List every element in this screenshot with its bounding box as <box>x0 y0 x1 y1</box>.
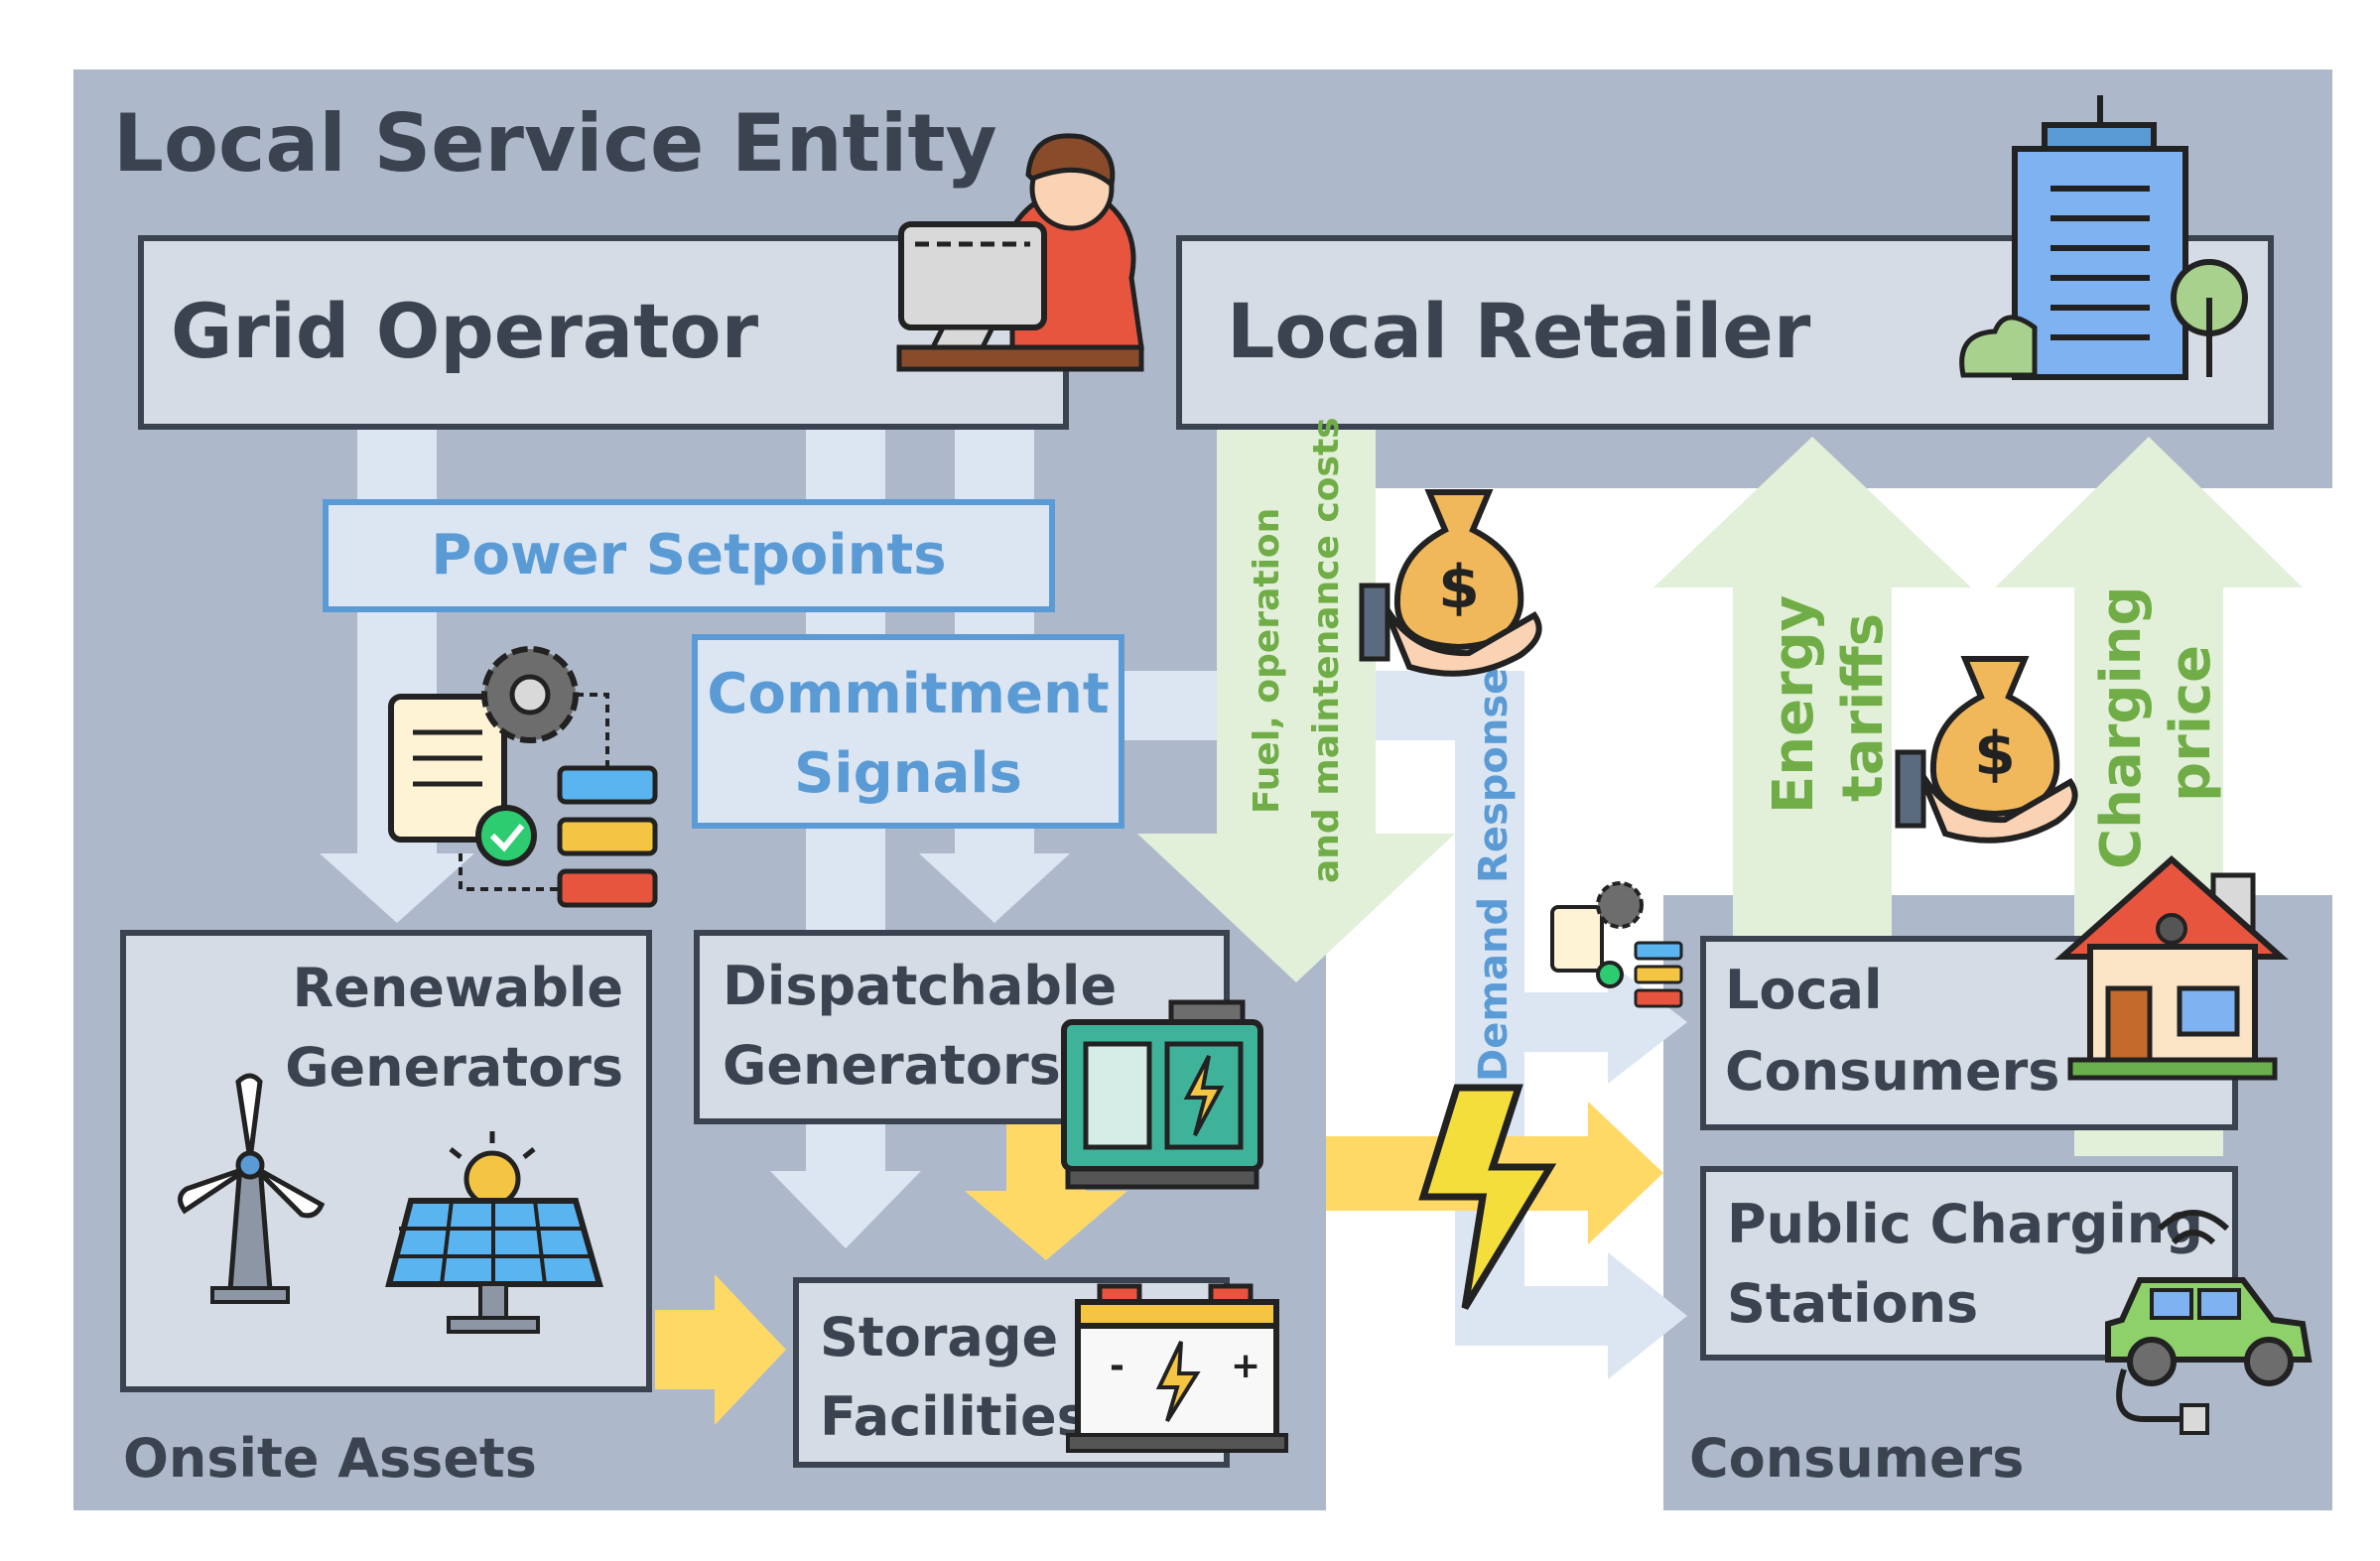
lightning-icon <box>1418 1084 1557 1310</box>
local-consumers-label-2: Consumers <box>1725 1040 2059 1103</box>
svg-text:-: - <box>1110 1346 1124 1386</box>
onsite-assets-label: Onsite Assets <box>123 1427 537 1490</box>
svg-text:+: + <box>1231 1346 1260 1386</box>
renewable-generators-box: Renewable Generators <box>120 930 652 1392</box>
house-icon <box>2054 854 2289 1081</box>
money-bag-icon: $ <box>1895 656 2078 844</box>
energy-label-2: tariffs <box>1831 613 1896 802</box>
dispatchable-label-1: Dispatchable <box>723 955 1117 1017</box>
office-building-icon <box>1959 95 2248 380</box>
local-consumers-label-1: Local <box>1725 959 1882 1021</box>
renewable-label-1: Renewable <box>293 957 623 1019</box>
public-charging-label-1: Public Charging <box>1727 1193 2203 1255</box>
charging-label-1: Charging <box>2089 585 2154 869</box>
schedule-document-icon <box>388 646 658 908</box>
consumers-label: Consumers <box>1689 1427 2024 1490</box>
storage-label-1: Storage <box>820 1306 1058 1368</box>
commitment-signals-box: Commitment Signals <box>692 634 1124 829</box>
fuel-label-2: and maintenance costs <box>1306 417 1347 883</box>
dispatchable-label-2: Generators <box>723 1034 1061 1097</box>
grid-operator-label: Grid Operator <box>171 287 759 375</box>
solar-panel-icon <box>385 1131 603 1334</box>
svg-text:$: $ <box>1438 553 1480 622</box>
schedule-document-icon <box>1550 881 1683 1008</box>
dispatchable-generators-box: Dispatchable Generators <box>694 930 1230 1124</box>
energy-tariffs-label: Energy tariffs <box>1762 595 1896 814</box>
electric-car-icon <box>2105 1210 2313 1435</box>
storage-label-2: Facilities <box>820 1385 1089 1448</box>
demand-response-label: Demand Response <box>1471 668 1517 1082</box>
local-retailer-label: Local Retailer <box>1227 287 1811 375</box>
commitment-label-1: Commitment <box>707 662 1109 726</box>
charging-label-2: price <box>2159 645 2223 802</box>
power-setpoints-box: Power Setpoints <box>323 499 1055 612</box>
public-charging-box: Public Charging Stations <box>1700 1166 2238 1361</box>
generator-icon <box>1061 999 1263 1190</box>
public-charging-label-2: Stations <box>1727 1272 1978 1335</box>
charging-price-label: Charging price <box>2089 585 2223 869</box>
svg-text:$: $ <box>1974 719 2016 789</box>
commitment-label-2: Signals <box>794 741 1022 806</box>
operator-person-icon <box>896 133 1144 372</box>
local-service-entity-title: Local Service Entity <box>113 97 997 190</box>
battery-icon: - + <box>1066 1283 1288 1453</box>
power-setpoints-label: Power Setpoints <box>431 523 946 587</box>
renewable-label-2: Generators <box>285 1036 623 1099</box>
fuel-label-1: Fuel, operation <box>1247 508 1287 814</box>
money-bag-icon: $ <box>1359 489 1542 677</box>
fuel-costs-label: Fuel, operation and maintenance costs <box>1247 417 1347 883</box>
wind-turbine-icon <box>178 1073 326 1304</box>
energy-label-1: Energy <box>1762 595 1826 814</box>
